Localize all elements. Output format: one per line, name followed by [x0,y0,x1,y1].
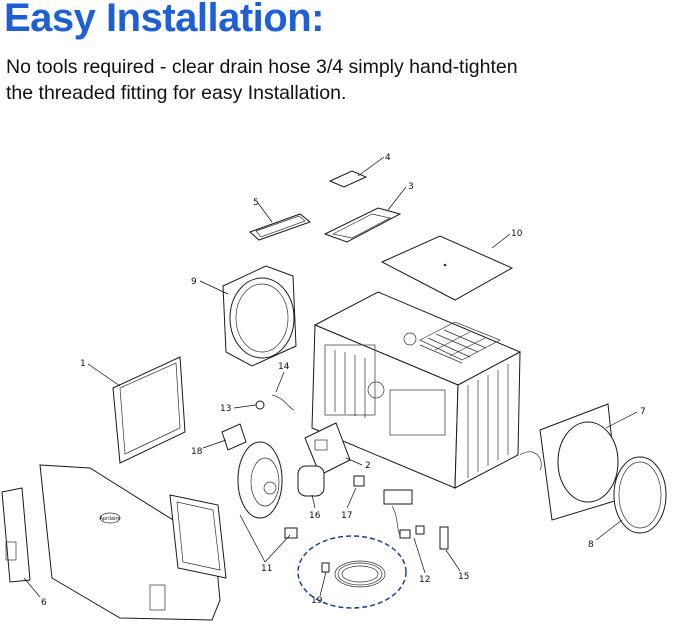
part-drain-hose-19 [297,535,407,609]
label-18: 18 [191,447,203,457]
headline: Easy Installation: [4,0,324,40]
brand-badge: Aprilaire [100,516,121,522]
part-ring-8 [613,456,667,534]
label-14: 14 [278,362,290,372]
part-duct-collar-9 [222,265,297,367]
label-2: 2 [365,461,371,471]
label-6: 6 [41,598,47,608]
label-7: 7 [640,407,646,417]
label-5: 5 [253,198,259,208]
part-top-cover-10 [380,235,514,301]
part-capacitor-16 [297,465,325,497]
label-8: 8 [588,540,594,550]
callout-labels: 1 2 3 4 5 6 7 8 9 10 11 12 13 14 15 16 1… [41,153,646,608]
label-13: 13 [220,404,231,414]
part-filter-tray-3 [323,207,402,243]
leader-lines [23,156,638,598]
main-cabinet [311,291,522,489]
label-17: 17 [341,511,352,521]
label-11: 11 [261,564,272,574]
label-15: 15 [458,572,469,582]
label-4: 4 [385,153,391,163]
label-19: 19 [311,596,323,606]
part-bracket-18 [221,423,247,451]
label-16: 16 [309,511,321,521]
part-filter-frame-5 [249,213,312,241]
part-small-filter-4 [328,170,368,188]
part-side-panel-6 [1,487,31,583]
part-blower-11 [237,441,298,539]
part-front-filter-1 [112,356,186,464]
label-1: 1 [80,359,86,369]
part-sensor-13-14 [255,394,295,411]
description-line-2: the threaded fitting for easy Installati… [6,82,347,104]
part-harness-12 [383,489,425,539]
part-rear-collar-7 [519,403,619,521]
description: No tools required - clear drain hose 3/4… [6,54,666,106]
label-10: 10 [511,229,523,239]
part-relay-17 [353,475,365,487]
part-drain-fitting-15 [439,526,449,550]
description-line-1: No tools required - clear drain hose 3/4… [6,56,518,78]
label-3: 3 [408,182,414,192]
label-9: 9 [191,277,197,287]
front-panel: Aprilaire [39,464,227,621]
label-12: 12 [419,575,430,585]
